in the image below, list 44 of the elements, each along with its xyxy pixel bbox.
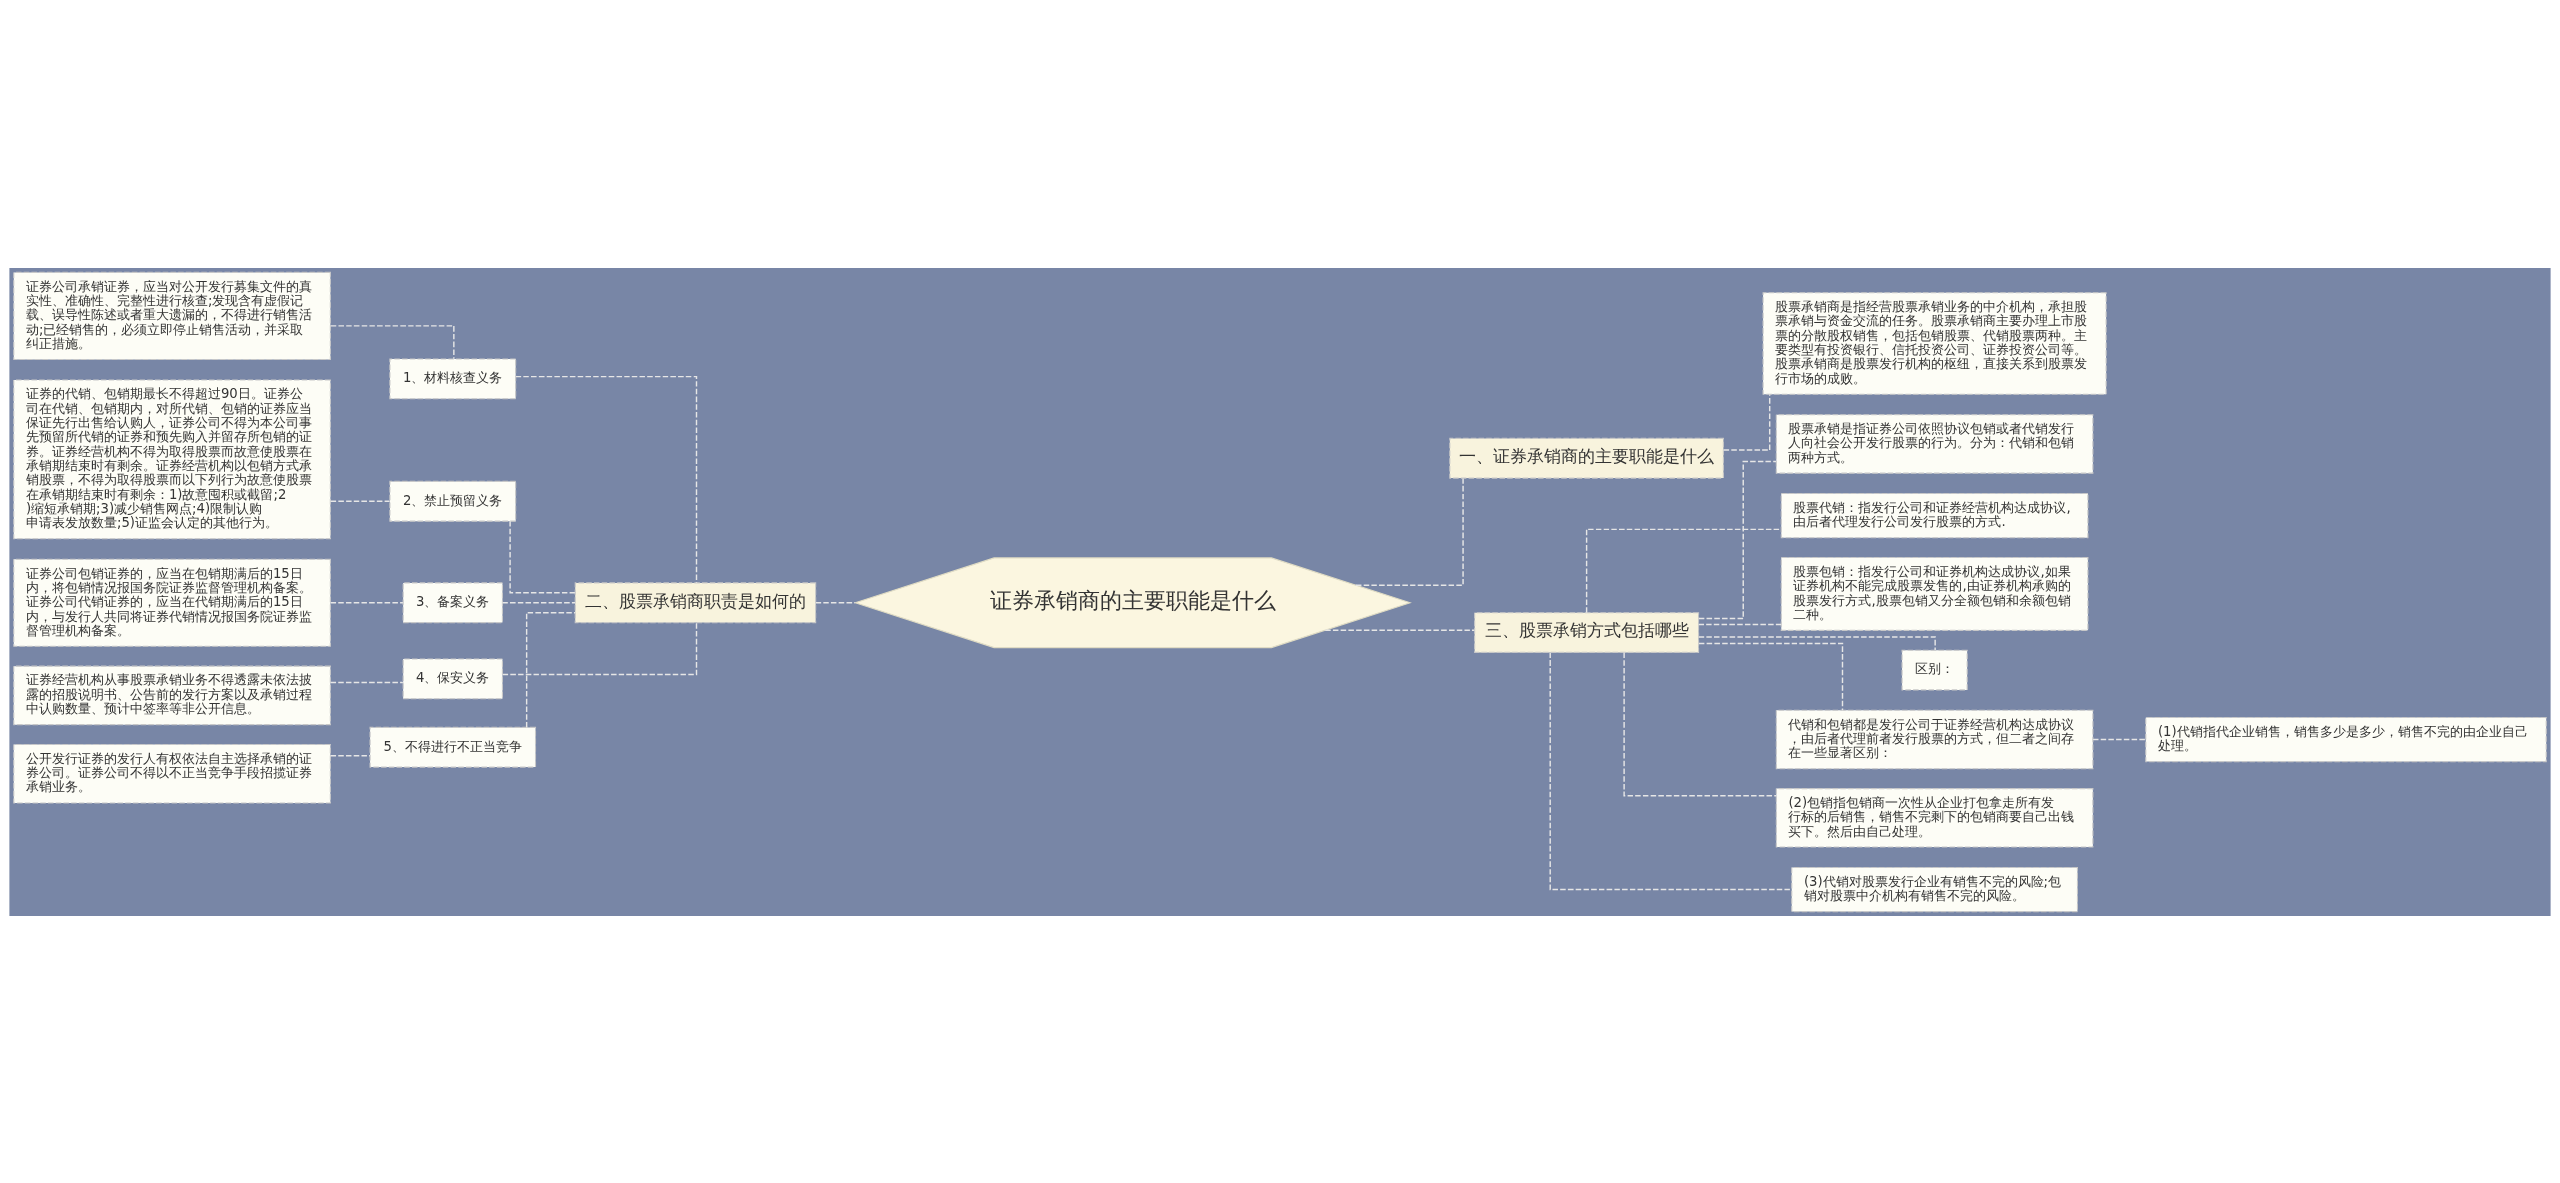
node-box: 二、股票承销商职责是如何的	[574, 581, 817, 623]
node-box: 2、禁止预留义务	[389, 480, 517, 522]
node-box: 证券的代销、包销期最长不得超过90日。证券公司在代销、包销期内，对所代销、包销的证券应当保证先行出售给认购人，证券公司不得为本公司事先预留所代销的证券和预先购入并留存所包销的证券。证券经营机构不得为取得股票而故意使股票在承销期结束时有剩余。证券经营机构以包销方式承销股票，不得为取得股票而以下列行为故意使股票在承销期结束时有剩余：1)故意囤积或截留;2)缩短承销期;3)减少销售网点;4)限制认购申请表发放数量;5)证监会认定的其他行为。	[13, 378, 331, 539]
node-box: 公开发行证券的发行人有权依法自主选择承销的证券公司。证券公司不得以不正当竞争手段招揽证券承销业务。	[13, 743, 331, 803]
connector	[1698, 460, 1777, 619]
node-box: 股票承销是指证券公司依照协议包销或者代销发行人向社会公开发行股票的行为。分为：代销和包销两种方式。	[1775, 413, 2094, 474]
connector	[509, 519, 576, 594]
connector	[329, 500, 391, 502]
node-box: 证券公司承销证券，应当对公开发行募集文件的真实性、准确性、完整性进行核查;发现含有虚假记载、误导性陈述或者重大遗漏的，不得进行销售活动;已经销售的，必须立即停止销售活动，并采取纠正措施。	[13, 271, 331, 360]
node-box: 三、股票承销方式包括哪些	[1474, 611, 1700, 653]
connector	[815, 601, 856, 603]
connector	[329, 754, 371, 756]
connector	[1722, 393, 1771, 451]
connector	[329, 601, 404, 603]
connector	[2092, 738, 2147, 740]
node-box: 股票代销：指发行公司和证券经营机构达成协议,由后者代理发行公司发行股票的方式.	[1780, 492, 2089, 538]
connector	[525, 611, 576, 728]
node-box: 证券经营机构从事股票承销业务不得透露未依法披露的招股说明书、公告前的发行方案以及承销过程中认购数量、预计中签率等非公开信息。	[13, 665, 331, 725]
connector	[1585, 528, 1782, 613]
connector	[515, 375, 698, 583]
connector	[1697, 623, 1782, 625]
connector	[501, 601, 576, 603]
connector	[1324, 629, 1476, 631]
node-box: (1)代销指代企业销售，销售多少是多少，销售不完的由企业自己处理。	[2145, 716, 2547, 762]
connector	[329, 324, 455, 360]
connector	[1355, 477, 1464, 586]
connector	[1698, 635, 1936, 651]
node-box: 3、备案义务	[402, 581, 503, 623]
node-box: (3)代销对股票发行企业有销售不完的风险;包销对股票中介机构有销售不完的风险。	[1791, 866, 2078, 912]
connector	[1623, 651, 1777, 796]
node-box: 代销和包销都是发行公司于证券经营机构达成协议，由后者代理前者发行股票的方式，但二者之间存在一些显著区别：	[1775, 709, 2094, 769]
node-box: 一、证券承销商的主要职能是什么	[1449, 437, 1724, 479]
node-box: 1、材料核查义务	[389, 357, 517, 399]
connector	[502, 621, 698, 675]
connector	[1549, 651, 1793, 890]
node-box: 区别：	[1901, 649, 1968, 690]
node-box: 股票承销商是指经营股票承销业务的中介机构，承担股票承销与资金交流的任务。股票承销商主要办理上市股票的分散股权销售，包括包销股票、代销股票两种。主要类型有投资银行、信托投资公司、证券投资公司等。股票承销商是股票发行机构的枢纽，直接关系到股票发行市场的成败。	[1762, 291, 2107, 395]
node-box: 证券公司包销证券的，应当在包销期满后的15日内，将包销情况报国务院证券监督管理机构备案。证券公司代销证券的，应当在代销期满后的15日内，与发行人共同将证券代销情况报国务院证券监督管理机构备案。	[13, 558, 331, 647]
connector	[1698, 642, 1844, 711]
connector	[329, 681, 404, 683]
node-box: 5、不得进行不正当竞争	[369, 726, 537, 768]
node-box: 4、保安义务	[402, 657, 503, 699]
node-box: (2)包销指包销商一次性从企业打包拿走所有发行标的后销售，销售不完剩下的包销商要自己出钱买下。然后由自己处理。	[1775, 787, 2094, 848]
node-box: 股票包销：指发行公司和证券机构达成协议,如果证券机构不能完成股票发售的,由证券机构承购的股票发行方式,股票包销又分全额包销和余额包销二种。	[1780, 556, 2089, 631]
